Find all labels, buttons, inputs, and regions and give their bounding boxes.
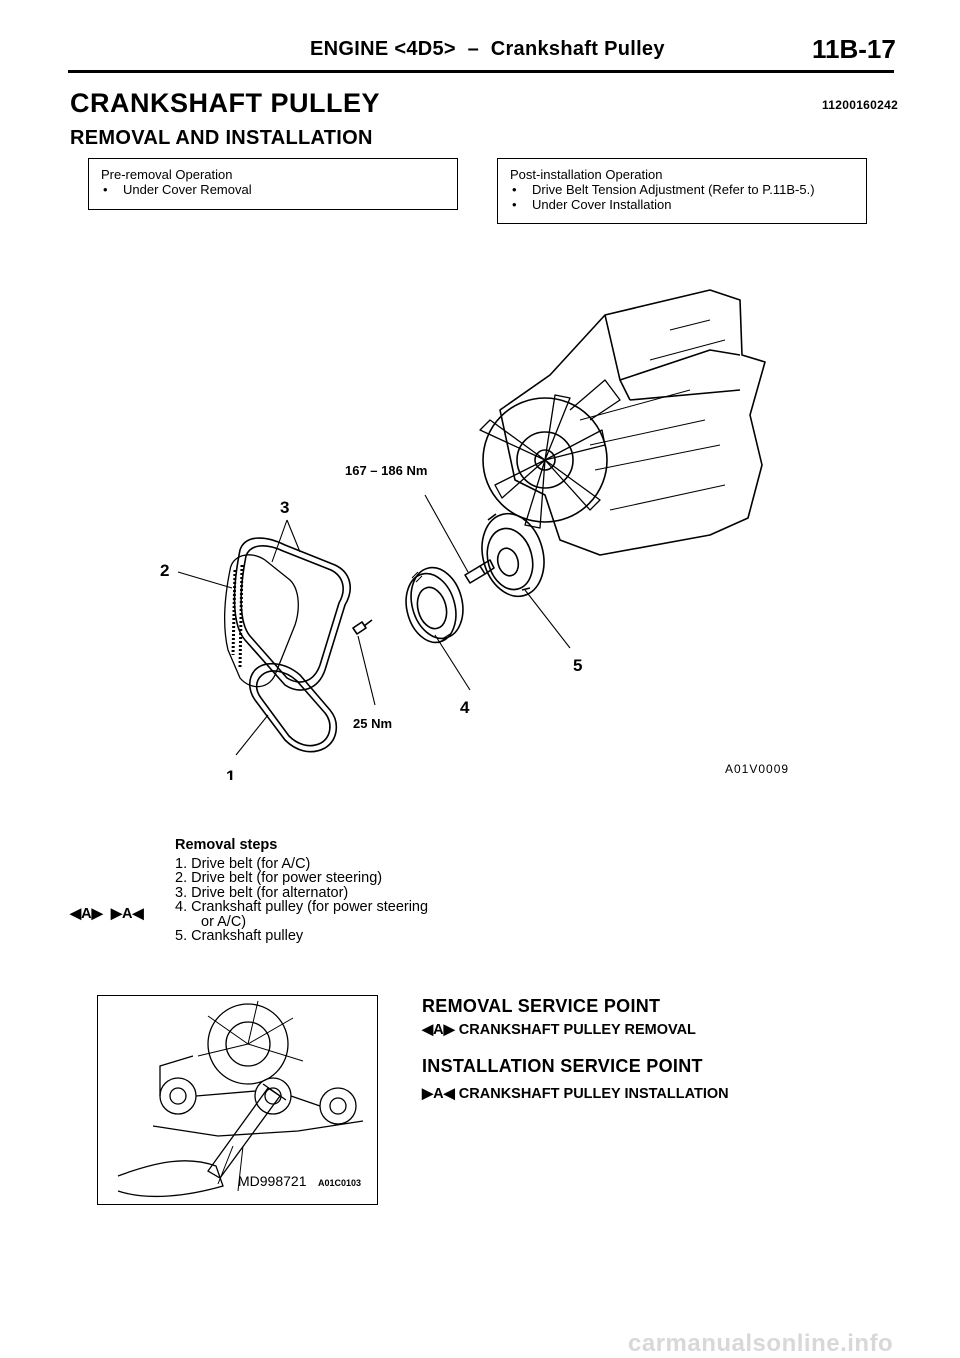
step-item: 4. Crankshaft pulley (for power steering <box>175 899 429 915</box>
page-title: CRANKSHAFT PULLEY <box>70 88 380 118</box>
step-item: 2. Drive belt (for power steering) <box>175 870 383 886</box>
timing-cover <box>482 397 608 523</box>
reference-code: 11200160242 <box>822 98 899 112</box>
post-installation-item: Drive Belt Tension Adjustment (Refer to … <box>510 182 854 197</box>
ac-ps-pulley <box>410 566 464 640</box>
ac-belt <box>248 662 338 753</box>
header-rule <box>68 70 894 73</box>
post-installation-item: Under Cover Installation <box>510 197 854 212</box>
tool-number: MD998721 <box>238 1173 307 1189</box>
removal-service-point-item: ◀A▶ CRANKSHAFT PULLEY REMOVAL <box>422 1022 696 1038</box>
service-point-marks: ◀A▶ ▶A◀ <box>70 906 144 922</box>
ps-belt <box>224 554 299 688</box>
step-item-continuation: or A/C) <box>201 913 247 930</box>
removal-service-point-heading: REMOVAL SERVICE POINT <box>422 996 661 1016</box>
installation-service-point-item: ▶A◀ CRANKSHAFT PULLEY INSTALLATION <box>422 1086 729 1102</box>
page-number: 11B-17 <box>812 34 896 64</box>
pre-removal-box: Pre-removal Operation Under Cover Remova… <box>88 158 458 210</box>
header-title: ENGINE <4D5> – Crankshaft Pulley <box>310 38 665 60</box>
torque-upper: 167 – 186 Nm <box>345 463 427 478</box>
removal-steps: Removal steps 1. Drive belt (for A/C) 2.… <box>175 838 428 944</box>
exploded-view-illustration: 1 2 3 4 5 167 – 186 Nm 25 Nm <box>160 289 766 780</box>
alternator-belt <box>233 537 351 691</box>
engine-block <box>499 289 766 556</box>
callout-5: 5 <box>573 656 582 675</box>
service-tool-figure: MD998721 A01C0103 <box>97 995 378 1205</box>
cooling-fan <box>479 394 606 529</box>
callout-4: 4 <box>460 698 470 717</box>
section-title: REMOVAL AND INSTALLATION <box>70 127 373 149</box>
post-installation-box: Post-installation Operation Drive Belt T… <box>497 158 867 224</box>
removal-steps-title: Removal steps <box>175 837 278 853</box>
step-item: 1. Drive belt (for A/C) <box>175 855 311 872</box>
post-installation-title: Post-installation Operation <box>510 167 663 182</box>
pre-removal-title: Pre-removal Operation <box>101 167 233 182</box>
pulley-bolt <box>464 565 486 584</box>
callout-3: 3 <box>280 498 289 517</box>
torque-lower: 25 Nm <box>353 716 392 731</box>
service-tool-illustration: MD998721 A01C0103 <box>117 1000 364 1198</box>
callout-2: 2 <box>160 561 169 580</box>
figure-code: A01V0009 <box>725 762 790 776</box>
pre-removal-item: Under Cover Removal <box>101 182 445 197</box>
callout-1: 1 <box>226 767 235 780</box>
watermark: carmanualsonline.info <box>628 1330 894 1357</box>
pulley-icon <box>254 1077 292 1115</box>
step-item: 3. Drive belt (for alternator) <box>175 884 349 901</box>
small-bolt <box>352 621 367 635</box>
figure2-code: A01C0103 <box>318 1178 361 1188</box>
step-item: 5. Crankshaft pulley <box>175 928 304 944</box>
installation-service-point-heading: INSTALLATION SERVICE POINT <box>422 1056 703 1076</box>
